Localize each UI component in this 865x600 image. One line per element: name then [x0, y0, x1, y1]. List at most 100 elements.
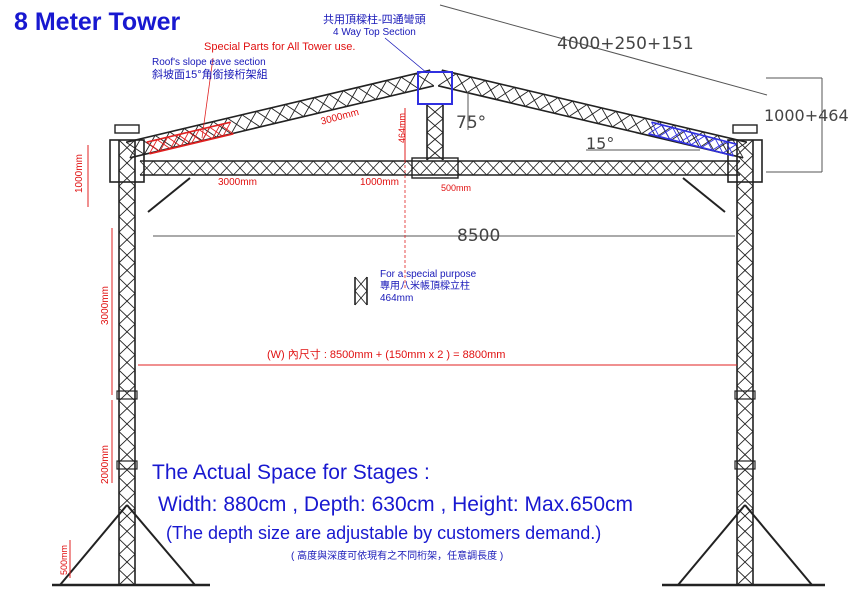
truss-lacing — [354, 276, 368, 292]
truss-lacing — [219, 124, 234, 135]
truss-lacing — [118, 385, 136, 402]
truss-lacing — [118, 262, 136, 279]
truss-lacing — [459, 160, 474, 176]
truss-lacing — [736, 538, 754, 555]
inner-width-formula: (W) 內尺寸 : 8500mm + (150mm x 2 ) = 8800mm — [267, 349, 506, 361]
stage-space-note: (The depth size are adjustable by custom… — [166, 523, 602, 543]
left-roof-truss — [125, 69, 435, 159]
truss-lacing — [606, 160, 621, 176]
truss-lacing — [426, 104, 444, 120]
truss-lacing — [118, 477, 136, 494]
peak-section — [417, 71, 453, 105]
truss-lacing — [566, 160, 581, 176]
dimension-roof-rise: 1000+464 — [764, 106, 849, 125]
truss-lacing — [146, 141, 161, 152]
truss-lacing — [156, 139, 171, 150]
truss-lacing — [736, 477, 754, 494]
truss-lacing — [118, 354, 136, 371]
truss-lacing — [233, 160, 247, 176]
truss-lacing — [386, 80, 406, 94]
truss-lacing — [717, 135, 730, 155]
eave-label-cn: 斜坡面15°角銜接桁架組 — [152, 69, 268, 81]
truss-lacing — [118, 277, 136, 294]
truss-lacing — [118, 538, 136, 555]
truss-lacing — [241, 114, 261, 128]
truss-lacing — [118, 461, 136, 478]
peak-height-label: 464mm — [397, 112, 407, 143]
truss-lacing — [326, 160, 341, 176]
truss-lacing — [714, 138, 724, 154]
truss-lacing — [227, 117, 246, 131]
truss-lacing — [579, 160, 594, 176]
truss-lacing — [366, 160, 381, 176]
truss-lacing — [339, 160, 354, 176]
truss-lacing — [183, 128, 203, 142]
truss-lacing — [209, 126, 224, 137]
stage-space-title: The Actual Space for Stages : — [152, 461, 430, 484]
truss-lacing — [118, 553, 136, 570]
top-section-label-en: 4 Way Top Section — [333, 27, 416, 38]
stage-space-dimensions: Width: 880cm , Depth: 630cm , Height: Ma… — [158, 493, 634, 516]
left-top-cap — [114, 124, 140, 134]
truss-lacing — [725, 141, 734, 157]
truss-lacing — [736, 354, 754, 371]
truss-lacing — [513, 160, 527, 176]
truss-lacing — [343, 90, 362, 104]
truss-lacing — [313, 160, 327, 176]
truss-lacing — [118, 170, 136, 187]
truss-lacing — [736, 155, 754, 172]
outrigger-leg — [126, 504, 196, 586]
truss-lacing — [543, 93, 555, 114]
truss-lacing — [154, 134, 174, 148]
knee-brace — [682, 177, 726, 213]
truss-lacing — [646, 160, 661, 176]
truss-lacing — [470, 76, 483, 97]
truss-lacing — [702, 131, 715, 152]
truss-lacing — [736, 247, 754, 264]
beam-left-label: 3000mm — [218, 177, 257, 188]
base-height-label: 500mm — [59, 544, 69, 575]
truss-lacing — [736, 446, 754, 463]
truss-chord — [441, 69, 748, 143]
truss-lacing — [118, 201, 136, 218]
truss-lacing — [167, 136, 182, 147]
truss-lacing — [286, 160, 301, 176]
truss-lacing — [586, 104, 599, 124]
truss-lacing — [630, 114, 642, 135]
eave-label-en: Roof's slope eave section — [152, 57, 266, 68]
truss-lacing — [118, 431, 136, 448]
truss-lacing — [379, 160, 394, 176]
column-mid-label: 3000mm — [100, 286, 111, 325]
upper-column-label: 1000mm — [74, 154, 85, 193]
truss-lacing — [726, 160, 741, 176]
truss-lacing — [426, 145, 444, 161]
truss-lacing — [426, 118, 444, 133]
truss-lacing — [393, 160, 407, 176]
truss-lacing — [179, 160, 194, 176]
stage-space-note-cn: ( 高度與深度可依現有之不同桁架，任意調長度 ) — [291, 551, 504, 562]
right-top-cap — [732, 124, 758, 134]
outrigger-leg — [744, 504, 813, 586]
truss-lacing — [118, 492, 136, 509]
truss-lacing — [426, 132, 444, 147]
column-joint — [734, 390, 756, 400]
truss-lacing — [736, 369, 754, 386]
truss-lacing — [441, 69, 454, 90]
truss-lacing — [259, 160, 274, 176]
truss-lacing — [736, 553, 754, 570]
truss-lacing — [615, 111, 628, 131]
truss-lacing — [153, 160, 167, 176]
top-section-label-cn: 共用頂樑柱-四通彎頭 — [323, 14, 426, 26]
truss-lacing — [193, 160, 207, 176]
dimension-line-top — [439, 4, 768, 96]
dimension-top-length: 4000+250+151 — [557, 34, 694, 54]
right-eave-section — [648, 121, 737, 157]
truss-lacing — [736, 415, 754, 432]
truss-lacing — [188, 131, 203, 142]
left-eave-section — [146, 121, 234, 155]
truss-lacing — [659, 160, 674, 176]
truss-lacing — [118, 369, 136, 386]
left-column — [118, 139, 136, 586]
truss-lacing — [644, 117, 657, 138]
